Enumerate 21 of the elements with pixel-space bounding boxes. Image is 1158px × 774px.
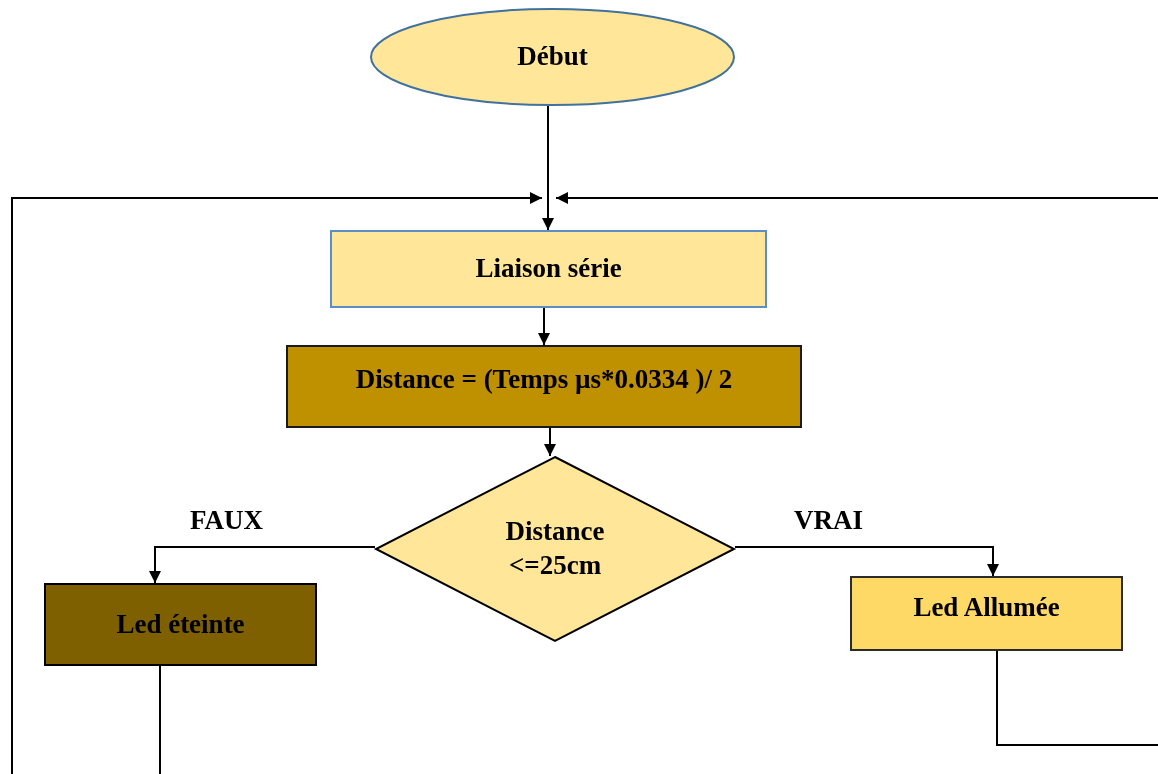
- decision-diamond: [375, 456, 735, 642]
- arrow: [149, 546, 376, 584]
- node-label: Distance <=25cm: [504, 515, 606, 582]
- arrow: [538, 307, 550, 346]
- connector-line: [159, 665, 161, 774]
- arrow: [542, 105, 554, 231]
- process-box: [330, 230, 767, 308]
- process-box: [850, 576, 1123, 651]
- arrow: [544, 427, 556, 457]
- connector-line: [996, 650, 1158, 746]
- node-label: Liaison série: [475, 252, 622, 286]
- node-label: Début: [517, 40, 588, 74]
- arrow: [11, 192, 543, 774]
- node-label: Led Allumée: [913, 590, 1060, 624]
- arrow: [734, 546, 999, 577]
- process-box: [286, 345, 802, 428]
- start-ellipse: [370, 8, 735, 106]
- process-box: [44, 583, 317, 666]
- node-label: Distance = (Temps µs*0.0334 )/ 2: [355, 362, 733, 396]
- arrow: [555, 192, 1158, 204]
- node-label: Led éteinte: [116, 607, 245, 641]
